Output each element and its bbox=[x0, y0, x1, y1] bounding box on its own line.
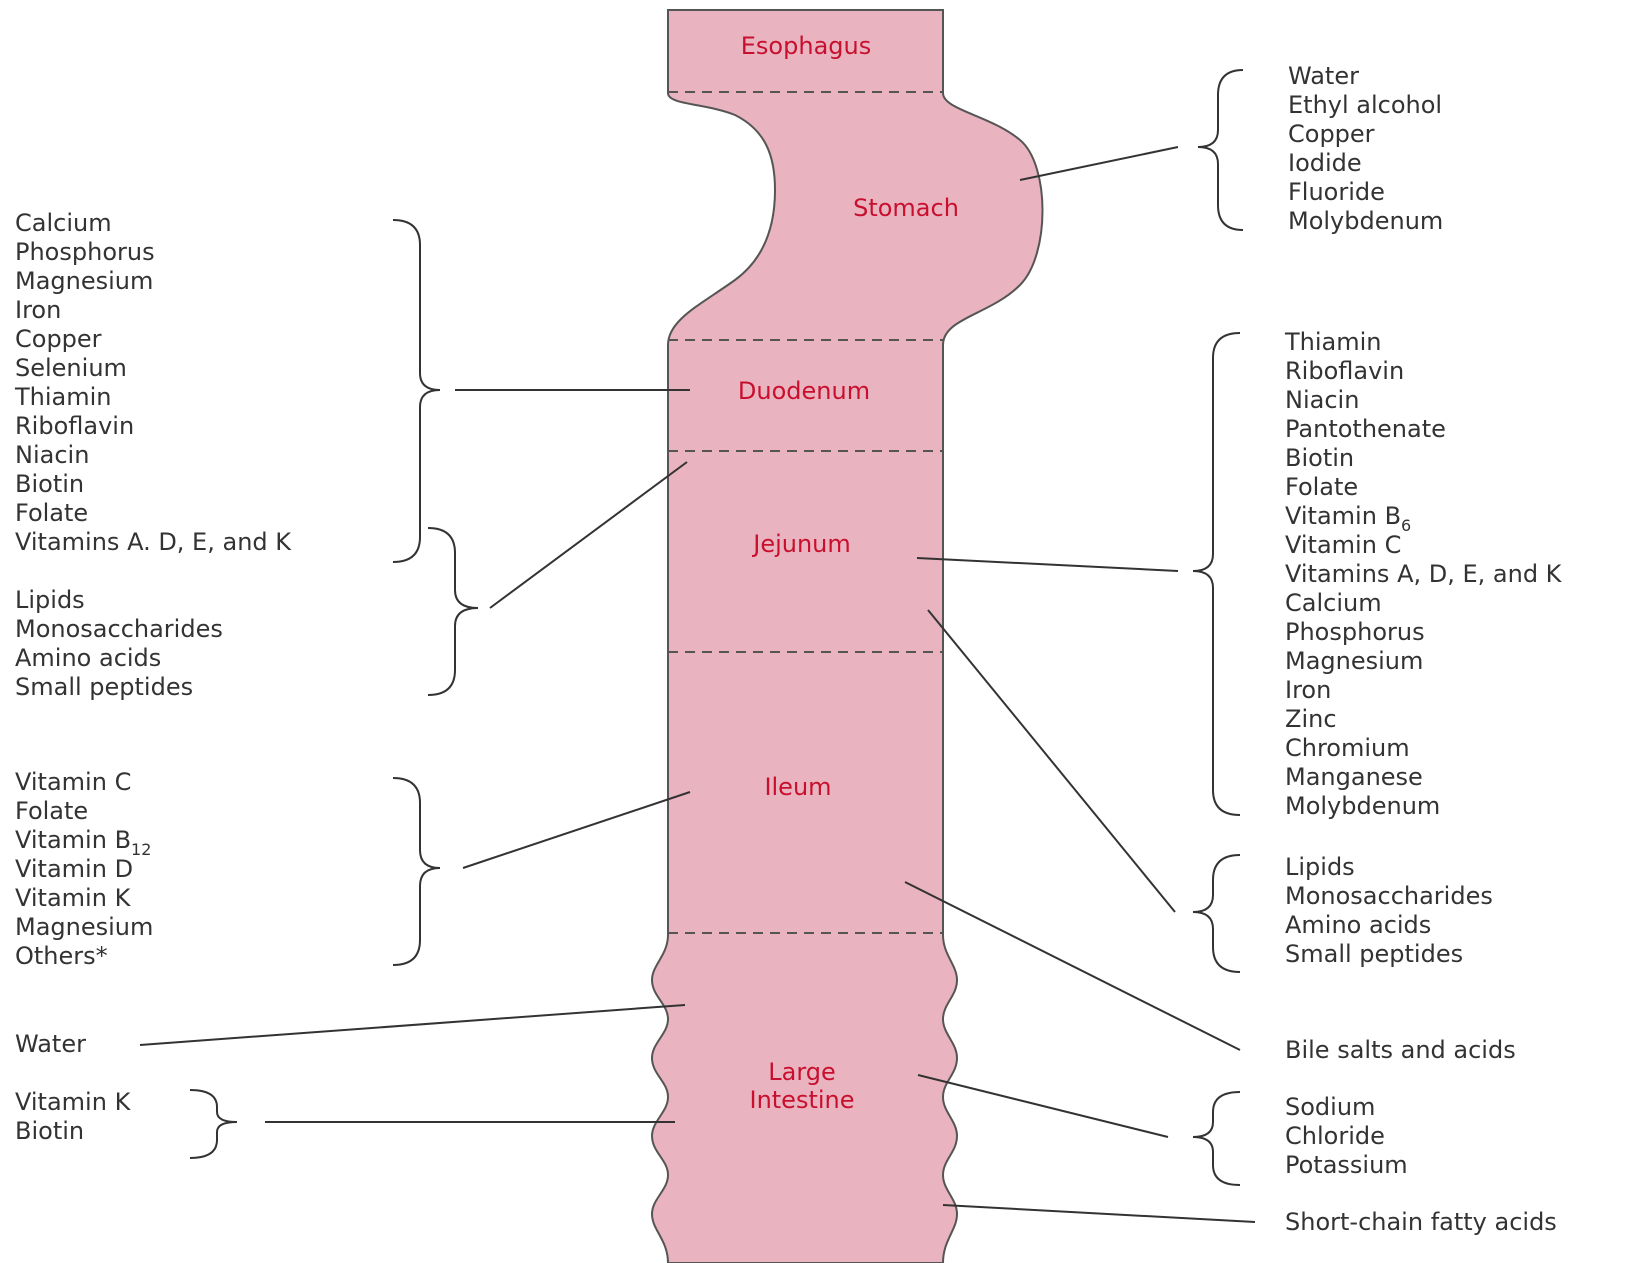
upper-macronutrient-list: Lipids Monosaccharides Amino acids Small… bbox=[15, 586, 223, 701]
list-item: Small peptides bbox=[1285, 940, 1463, 968]
list-item: Copper bbox=[15, 325, 102, 353]
list-item: Water bbox=[1288, 62, 1359, 90]
large-intestine-vitamin-brace bbox=[189, 1089, 238, 1159]
list-item: Biotin bbox=[15, 1117, 84, 1145]
list-item: Vitamin K bbox=[15, 1088, 132, 1116]
list-item: Chromium bbox=[1285, 734, 1410, 762]
upper-macronutrient-brace bbox=[427, 527, 479, 696]
list-item: Vitamins A, D, E, and K bbox=[1285, 560, 1563, 588]
list-item: Molybdenum bbox=[1288, 207, 1443, 235]
segment-label-large-intestine-line1: Large bbox=[768, 1058, 836, 1086]
list-item: Vitamin C bbox=[1285, 531, 1401, 559]
bile-salts-label: Bile salts and acids bbox=[1285, 1036, 1516, 1064]
list-item: Vitamin K bbox=[15, 884, 132, 912]
list-item: Phosphorus bbox=[1285, 618, 1425, 646]
list-item: Molybdenum bbox=[1285, 792, 1440, 820]
list-item: Pantothenate bbox=[1285, 415, 1446, 443]
ileum-list-brace bbox=[392, 777, 441, 966]
bile-connector-line bbox=[904, 881, 1241, 1051]
list-item: Iodide bbox=[1288, 149, 1362, 177]
list-item: Amino acids bbox=[15, 644, 161, 672]
list-item: Fluoride bbox=[1288, 178, 1385, 206]
list-item: Folate bbox=[1285, 473, 1358, 501]
ileum-nutrient-list: Vitamin C Folate Vitamin B12 Vitamin D V… bbox=[15, 768, 153, 970]
segment-label-large-intestine-line2: Intestine bbox=[749, 1086, 854, 1114]
lower-macronutrient-connector-line bbox=[927, 609, 1176, 913]
list-item: Zinc bbox=[1285, 705, 1337, 733]
ileum-connector-line bbox=[462, 791, 691, 869]
list-item: Vitamin B12 bbox=[15, 826, 151, 859]
list-item: Vitamin B6 bbox=[1285, 502, 1411, 535]
list-item: Selenium bbox=[15, 354, 127, 382]
vitamin-b6-subscript: 6 bbox=[1401, 516, 1411, 535]
list-item: Iron bbox=[1285, 676, 1331, 704]
list-item: Niacin bbox=[15, 441, 89, 469]
segment-label-ileum: Ileum bbox=[764, 773, 831, 801]
list-item: Riboflavin bbox=[1285, 357, 1404, 385]
large-intestine-vitamin-list: Vitamin K Biotin bbox=[15, 1088, 132, 1145]
list-item: Lipids bbox=[1285, 853, 1355, 881]
scfa-connector-line bbox=[942, 1204, 1256, 1223]
vitamin-b6-label: Vitamin B bbox=[1285, 502, 1401, 530]
short-chain-fatty-acids-label: Short-chain fatty acids bbox=[1285, 1208, 1557, 1236]
electrolyte-brace bbox=[1192, 1091, 1241, 1186]
list-item: Riboflavin bbox=[15, 412, 134, 440]
list-item: Potassium bbox=[1285, 1151, 1408, 1179]
list-item: Chloride bbox=[1285, 1122, 1385, 1150]
list-item: Monosaccharides bbox=[1285, 882, 1493, 910]
electrolyte-list: Sodium Chloride Potassium bbox=[1285, 1093, 1408, 1179]
segment-label-jejunum: Jejunum bbox=[751, 530, 851, 558]
list-item: Others* bbox=[15, 942, 108, 970]
list-item: Amino acids bbox=[1285, 911, 1431, 939]
list-item: Magnesium bbox=[1285, 647, 1423, 675]
list-item: Thiamin bbox=[14, 383, 112, 411]
list-item: Vitamin D bbox=[15, 855, 133, 883]
list-item: Magnesium bbox=[15, 913, 153, 941]
list-item: Small peptides bbox=[15, 673, 193, 701]
segment-label-duodenum: Duodenum bbox=[738, 377, 870, 405]
list-item: Biotin bbox=[1285, 444, 1354, 472]
list-item: Folate bbox=[15, 499, 88, 527]
jejunum-list-brace bbox=[1192, 332, 1241, 816]
list-item: Calcium bbox=[1285, 589, 1382, 617]
list-item: Vitamins A. D, E, and K bbox=[15, 528, 292, 556]
list-item: Ethyl alcohol bbox=[1288, 91, 1442, 119]
jejunum-connector-line bbox=[916, 557, 1179, 572]
lower-macronutrient-brace bbox=[1192, 854, 1241, 973]
duodenum-nutrient-list: Calcium Phosphorus Magnesium Iron Copper… bbox=[14, 209, 292, 556]
stomach-nutrient-list: Water Ethyl alcohol Copper Iodide Fluori… bbox=[1288, 62, 1443, 235]
vitamin-b12-label: Vitamin B bbox=[15, 826, 131, 854]
segment-label-stomach: Stomach bbox=[853, 194, 959, 222]
list-item: Folate bbox=[15, 797, 88, 825]
list-item: Thiamin bbox=[1284, 328, 1382, 356]
list-item: Manganese bbox=[1285, 763, 1423, 791]
list-item: Niacin bbox=[1285, 386, 1359, 414]
list-item: Phosphorus bbox=[15, 238, 155, 266]
list-item: Copper bbox=[1288, 120, 1375, 148]
digestive-tract-shape bbox=[650, 9, 1044, 1263]
stomach-list-brace bbox=[1197, 69, 1244, 231]
list-item: Lipids bbox=[15, 586, 85, 614]
segment-label-esophagus: Esophagus bbox=[741, 32, 871, 60]
list-item: Vitamin C bbox=[15, 768, 131, 796]
list-item: Monosaccharides bbox=[15, 615, 223, 643]
electrolyte-connector-line bbox=[917, 1074, 1169, 1138]
water-connector-line bbox=[139, 1004, 686, 1046]
vitamin-b12-subscript: 12 bbox=[131, 840, 151, 859]
stomach-connector-line bbox=[1019, 146, 1179, 181]
list-item: Magnesium bbox=[15, 267, 153, 295]
list-item: Sodium bbox=[1285, 1093, 1375, 1121]
list-item: Biotin bbox=[15, 470, 84, 498]
jejunum-nutrient-list: Thiamin Riboflavin Niacin Pantothenate B… bbox=[1284, 328, 1563, 820]
lower-macronutrient-list: Lipids Monosaccharides Amino acids Small… bbox=[1285, 853, 1493, 968]
large-intestine-water-label: Water bbox=[15, 1030, 86, 1058]
list-item: Calcium bbox=[15, 209, 112, 237]
list-item: Iron bbox=[15, 296, 61, 324]
duodenum-list-brace bbox=[392, 219, 441, 563]
upper-macronutrient-connector-line bbox=[489, 461, 688, 609]
